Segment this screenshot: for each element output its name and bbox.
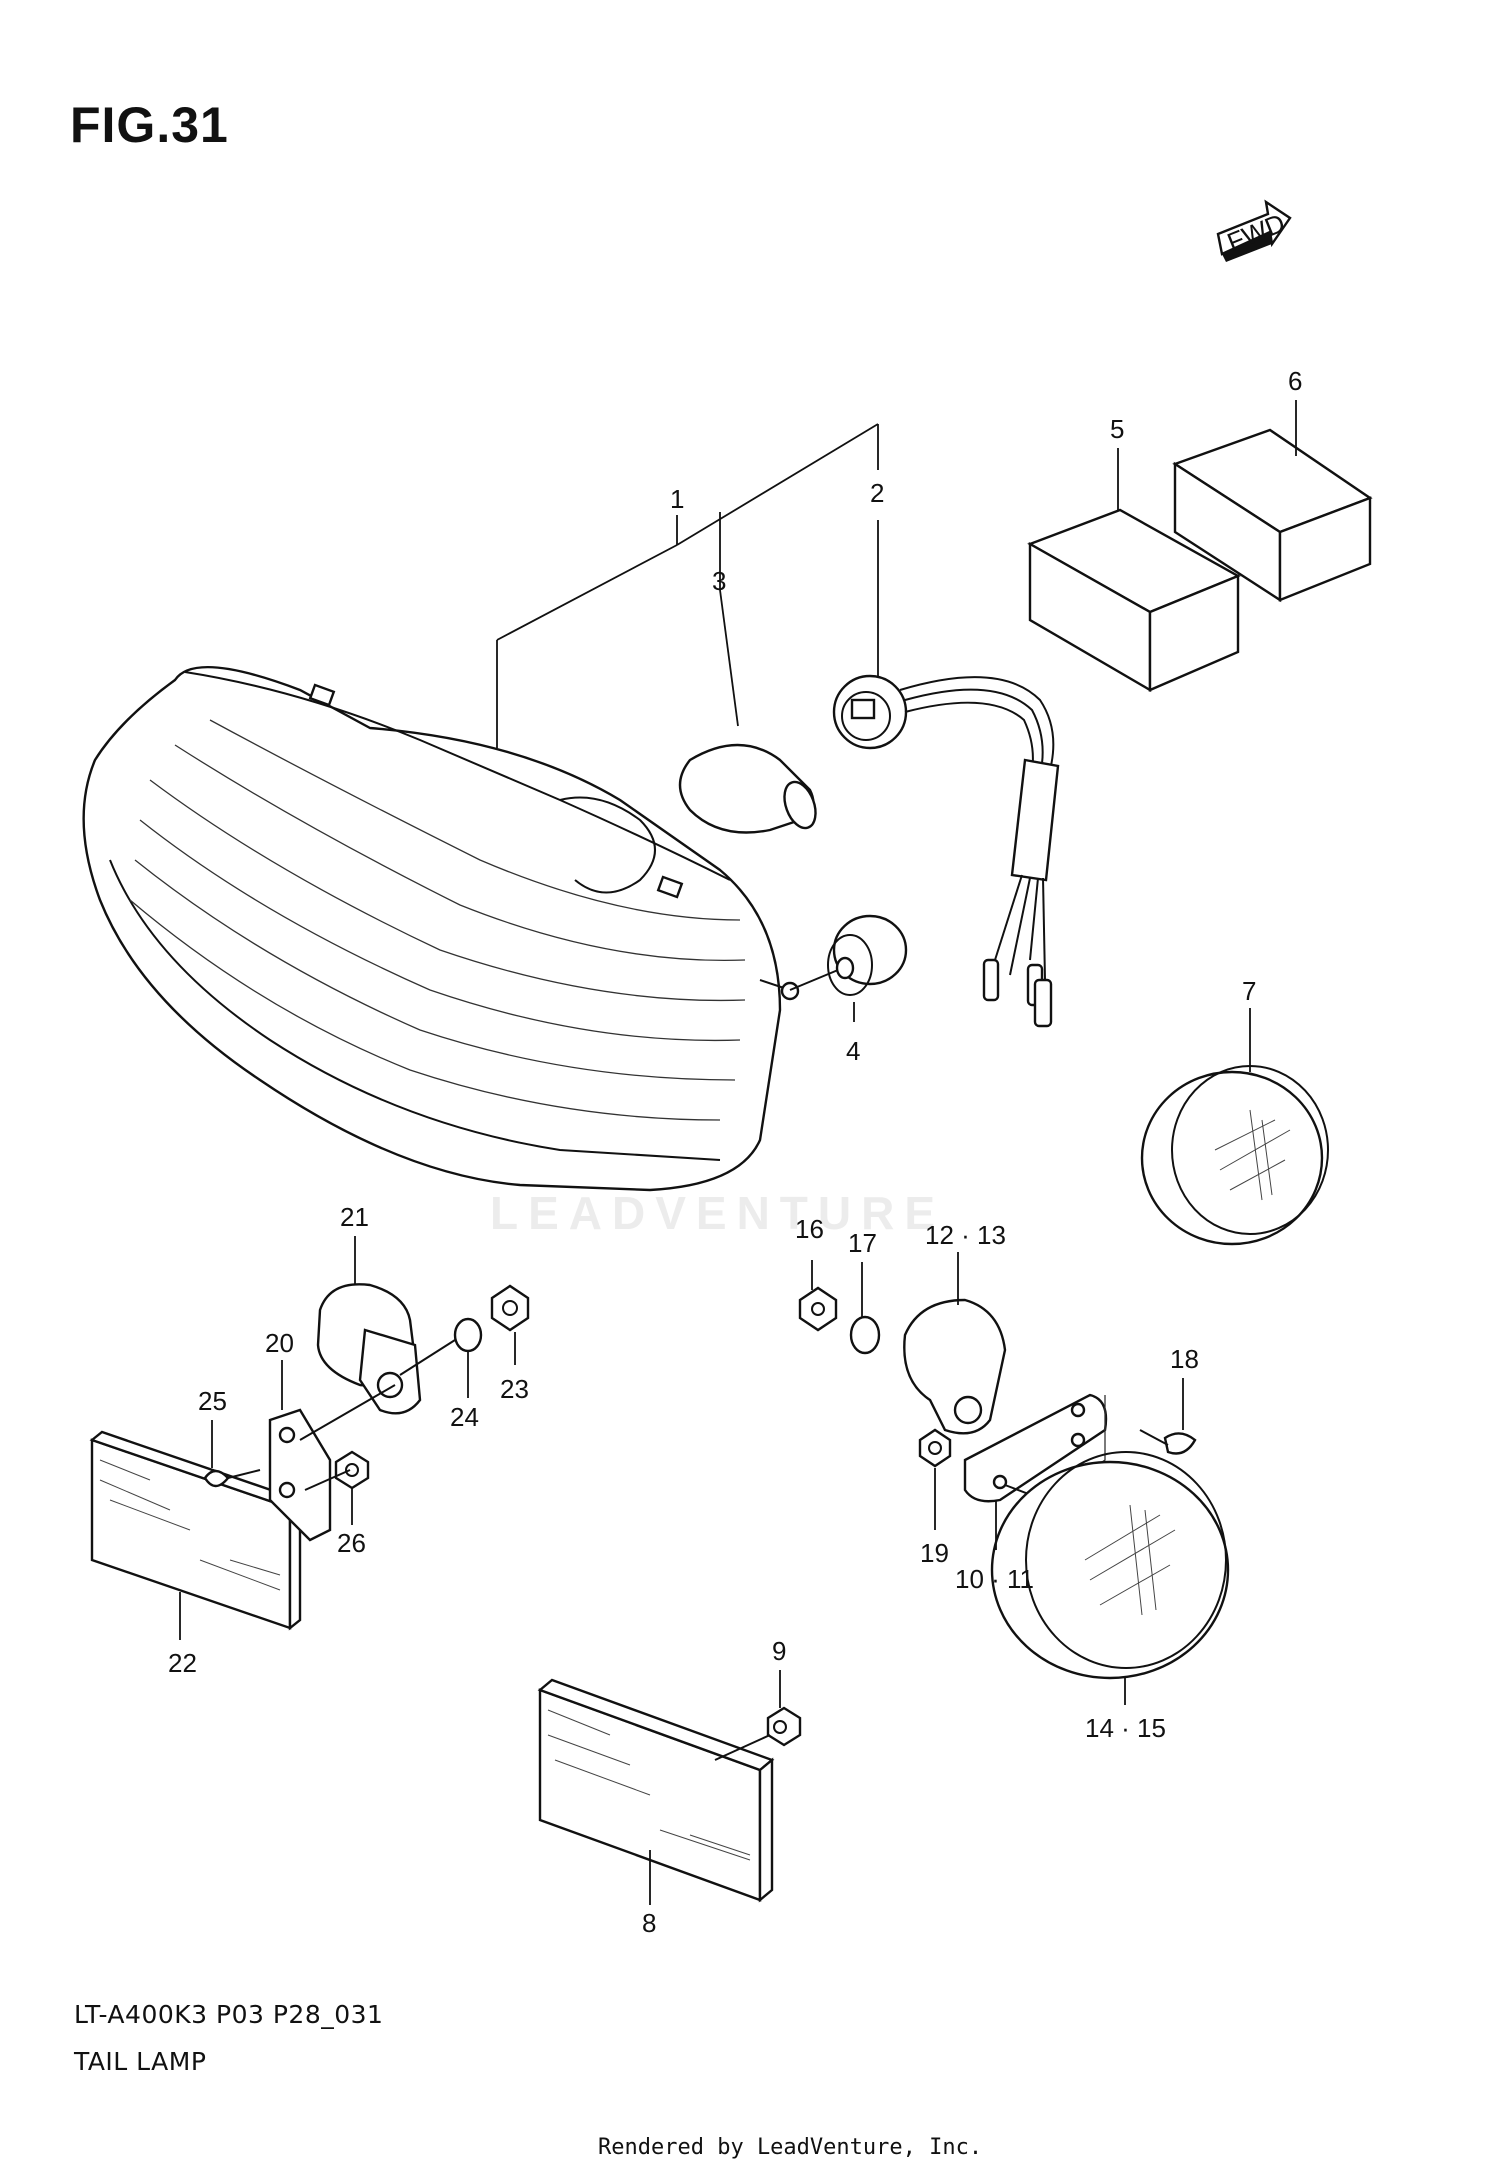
bulb xyxy=(678,743,817,834)
callout-25: 25 xyxy=(198,1386,227,1416)
callout-4: 4 xyxy=(846,1036,860,1066)
callout-2: 2 xyxy=(870,478,884,508)
callout-19: 19 xyxy=(920,1538,949,1568)
rendered-by-credit: Rendered by LeadVenture, Inc. xyxy=(598,2135,983,2160)
callout-26: 26 xyxy=(337,1528,366,1558)
callout-17: 17 xyxy=(848,1228,877,1258)
callout-10-11: 10 · 11 xyxy=(955,1564,1034,1594)
callout-1: 1 xyxy=(670,484,684,514)
callout-22: 22 xyxy=(168,1648,197,1678)
socket-harness xyxy=(832,674,1060,1028)
callout-14-15: 14 · 15 xyxy=(1085,1713,1166,1743)
leader-lines xyxy=(179,400,1297,1905)
round-reflector-7 xyxy=(1140,1065,1329,1246)
callout-23: 23 xyxy=(500,1374,529,1404)
nut-9 xyxy=(714,1706,802,1761)
rect-reflector-8 xyxy=(537,1678,775,1903)
figure-title: FIG.31 xyxy=(70,97,229,153)
callout-12-13: 12 · 13 xyxy=(925,1220,1006,1250)
right-bracket-assembly xyxy=(798,1286,1197,1511)
cushion-5 xyxy=(1027,508,1241,693)
callout-3: 3 xyxy=(712,566,726,596)
callout-18: 18 xyxy=(1170,1344,1199,1374)
callout-labels: 1 2 3 4 5 6 7 8 9 10 · 11 12 · 13 14 · 1… xyxy=(168,366,1302,1938)
fwd-arrow-icon: FWD xyxy=(1216,199,1292,262)
grommet xyxy=(789,914,908,996)
cushion-6 xyxy=(1172,428,1373,603)
callout-7: 7 xyxy=(1242,976,1256,1006)
callout-24: 24 xyxy=(450,1402,479,1432)
callout-6: 6 xyxy=(1288,366,1302,396)
callout-8: 8 xyxy=(642,1908,656,1938)
callout-21: 21 xyxy=(340,1202,369,1232)
tail-lamp-housing xyxy=(82,665,800,1192)
watermark-text: LEADVENTURE xyxy=(490,1187,946,1239)
model-code: LT-A400K3 P03 P28_031 xyxy=(74,2000,384,2029)
assembly-name: TAIL LAMP xyxy=(74,2047,207,2076)
callout-20: 20 xyxy=(265,1328,294,1358)
callout-16: 16 xyxy=(795,1214,824,1244)
callout-5: 5 xyxy=(1110,414,1124,444)
left-bracket-assembly xyxy=(203,1283,530,1542)
round-reflector-14-15 xyxy=(990,1451,1230,1680)
callout-9: 9 xyxy=(772,1636,786,1666)
